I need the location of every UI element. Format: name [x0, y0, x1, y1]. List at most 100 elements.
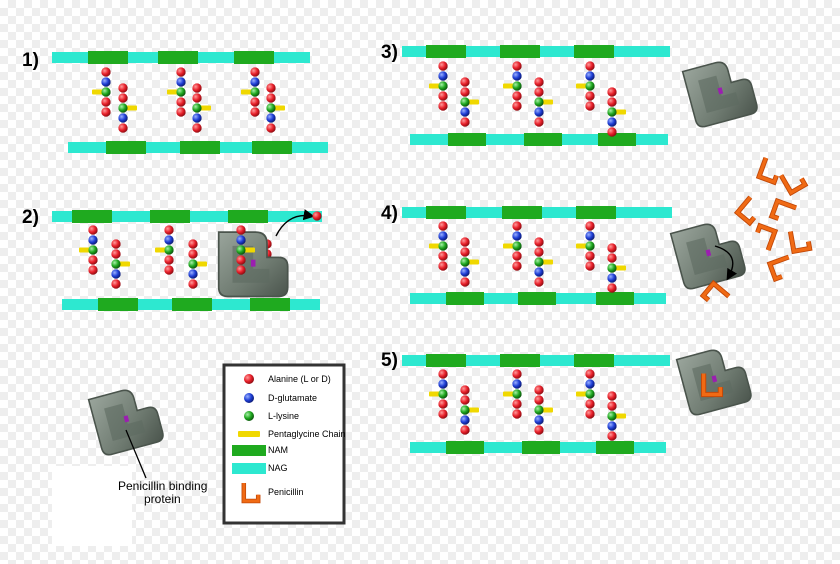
pentaglycine-bar: [542, 259, 553, 265]
lysine-bead: [118, 103, 128, 113]
penicillin-binding-protein-icon: [669, 223, 746, 290]
pentaglycine-bar: [468, 99, 479, 105]
penicillin-molecule-icon: [733, 195, 757, 227]
penicillin-binding-protein-icon: [217, 231, 289, 298]
pentaglycine-bar: [542, 99, 553, 105]
pentaglycine-bar: [241, 89, 252, 95]
legend-label-lysine: L-lysine: [268, 411, 299, 421]
nam-segment: [596, 292, 634, 305]
glutamate-swatch: [244, 393, 254, 403]
lysine-bead: [607, 107, 617, 117]
nam-segment: [574, 45, 614, 58]
alanine-bead: [176, 97, 186, 107]
alanine-bead: [585, 221, 595, 231]
penicillin-molecule-icon: [699, 279, 731, 303]
pentaglycine-bar: [615, 109, 626, 115]
nam-segment: [250, 298, 290, 311]
alanine-bead: [512, 101, 522, 111]
alanine-bead: [607, 431, 617, 441]
alanine-bead: [607, 243, 617, 253]
pbp-active-site: [711, 375, 718, 383]
nam-segment: [426, 45, 466, 58]
alanine-bead: [111, 279, 121, 289]
alanine-bead: [460, 77, 470, 87]
pentaglycine-bar: [126, 105, 137, 111]
penicillin-molecule-icon: [700, 373, 724, 398]
alanine-bead: [607, 127, 617, 137]
nam-segment: [228, 210, 268, 223]
alanine-bead: [192, 83, 202, 93]
legend-item-pentaglycine: Pentaglycine Chain: [238, 429, 346, 439]
step-5-label: 5): [381, 350, 398, 371]
panel-step-2: [52, 209, 322, 311]
penicillin-molecule-icon: [241, 482, 261, 504]
pentaglycine-bar: [576, 391, 587, 397]
penicillin-molecule-icon: [768, 197, 797, 221]
glutamate-bead: [164, 235, 174, 245]
legend-label-nag: NAG: [268, 463, 288, 473]
alanine-bead: [534, 395, 544, 405]
alanine-bead: [585, 399, 595, 409]
nam-segment: [518, 292, 556, 305]
pentaglycine-bar: [576, 243, 587, 249]
glutamate-bead: [534, 415, 544, 425]
lysine-bead: [266, 103, 276, 113]
penicillin-binding-protein-icon: [87, 389, 164, 456]
alanine-bead: [118, 83, 128, 93]
lysine-bead: [111, 259, 121, 269]
lysine-bead: [250, 87, 260, 97]
alanine-bead: [266, 83, 276, 93]
lysine-bead: [188, 259, 198, 269]
pbp-cleft: [698, 75, 740, 113]
alanine-bead: [176, 67, 186, 77]
nam-segment: [234, 51, 274, 64]
alanine-bead: [585, 251, 595, 261]
glutamate-bead: [460, 415, 470, 425]
lysine-bead: [534, 97, 544, 107]
nam-segment: [426, 354, 466, 367]
alanine-bead: [585, 369, 595, 379]
pbp-active-site: [250, 259, 256, 267]
pentaglycine-bar: [79, 247, 90, 253]
pentaglycine-bar: [429, 243, 440, 249]
diagram-content: [52, 45, 813, 479]
glutamate-bead: [512, 231, 522, 241]
nag-swatch: [232, 463, 266, 474]
penicillin-binding-protein-icon: [675, 349, 752, 416]
pentaglycine-bar: [503, 243, 514, 249]
legend-label-penicillin: Penicillin: [268, 487, 304, 497]
alanine-bead: [460, 87, 470, 97]
alanine-bead: [312, 211, 322, 221]
alanine-bead: [250, 97, 260, 107]
legend-label-alanine: Alanine (L or D): [268, 374, 331, 384]
pentaglycine-bar: [92, 89, 103, 95]
penicillin-binding-protein-icon: [681, 61, 758, 128]
alanine-bead: [438, 61, 448, 71]
glutamate-bead: [111, 269, 121, 279]
alanine-bead: [460, 117, 470, 127]
alanine-bead: [460, 247, 470, 257]
curved-arrow-icon: [275, 209, 315, 237]
pentaglycine-bar: [503, 83, 514, 89]
alanine-bead: [88, 265, 98, 275]
penicillin-molecule-icon: [755, 222, 779, 251]
penicillin-core: [701, 373, 723, 397]
glutamate-bead: [607, 421, 617, 431]
alanine-bead: [88, 255, 98, 265]
alanine-bead: [188, 279, 198, 289]
alanine-bead: [607, 391, 617, 401]
alanine-bead: [192, 93, 202, 103]
penicillin-core: [242, 482, 260, 503]
legend-label-pentaglycine: Pentaglycine Chain: [268, 429, 346, 439]
alanine-bead: [534, 247, 544, 257]
nam-segment: [106, 141, 146, 154]
alanine-bead: [438, 409, 448, 419]
blank-panel: [52, 466, 132, 546]
lysine-bead: [512, 389, 522, 399]
lysine-bead: [164, 245, 174, 255]
glutamate-bead: [438, 71, 448, 81]
alanine-bead: [164, 255, 174, 265]
alanine-bead: [164, 265, 174, 275]
lysine-bead: [176, 87, 186, 97]
pbp-cleft: [104, 403, 146, 441]
